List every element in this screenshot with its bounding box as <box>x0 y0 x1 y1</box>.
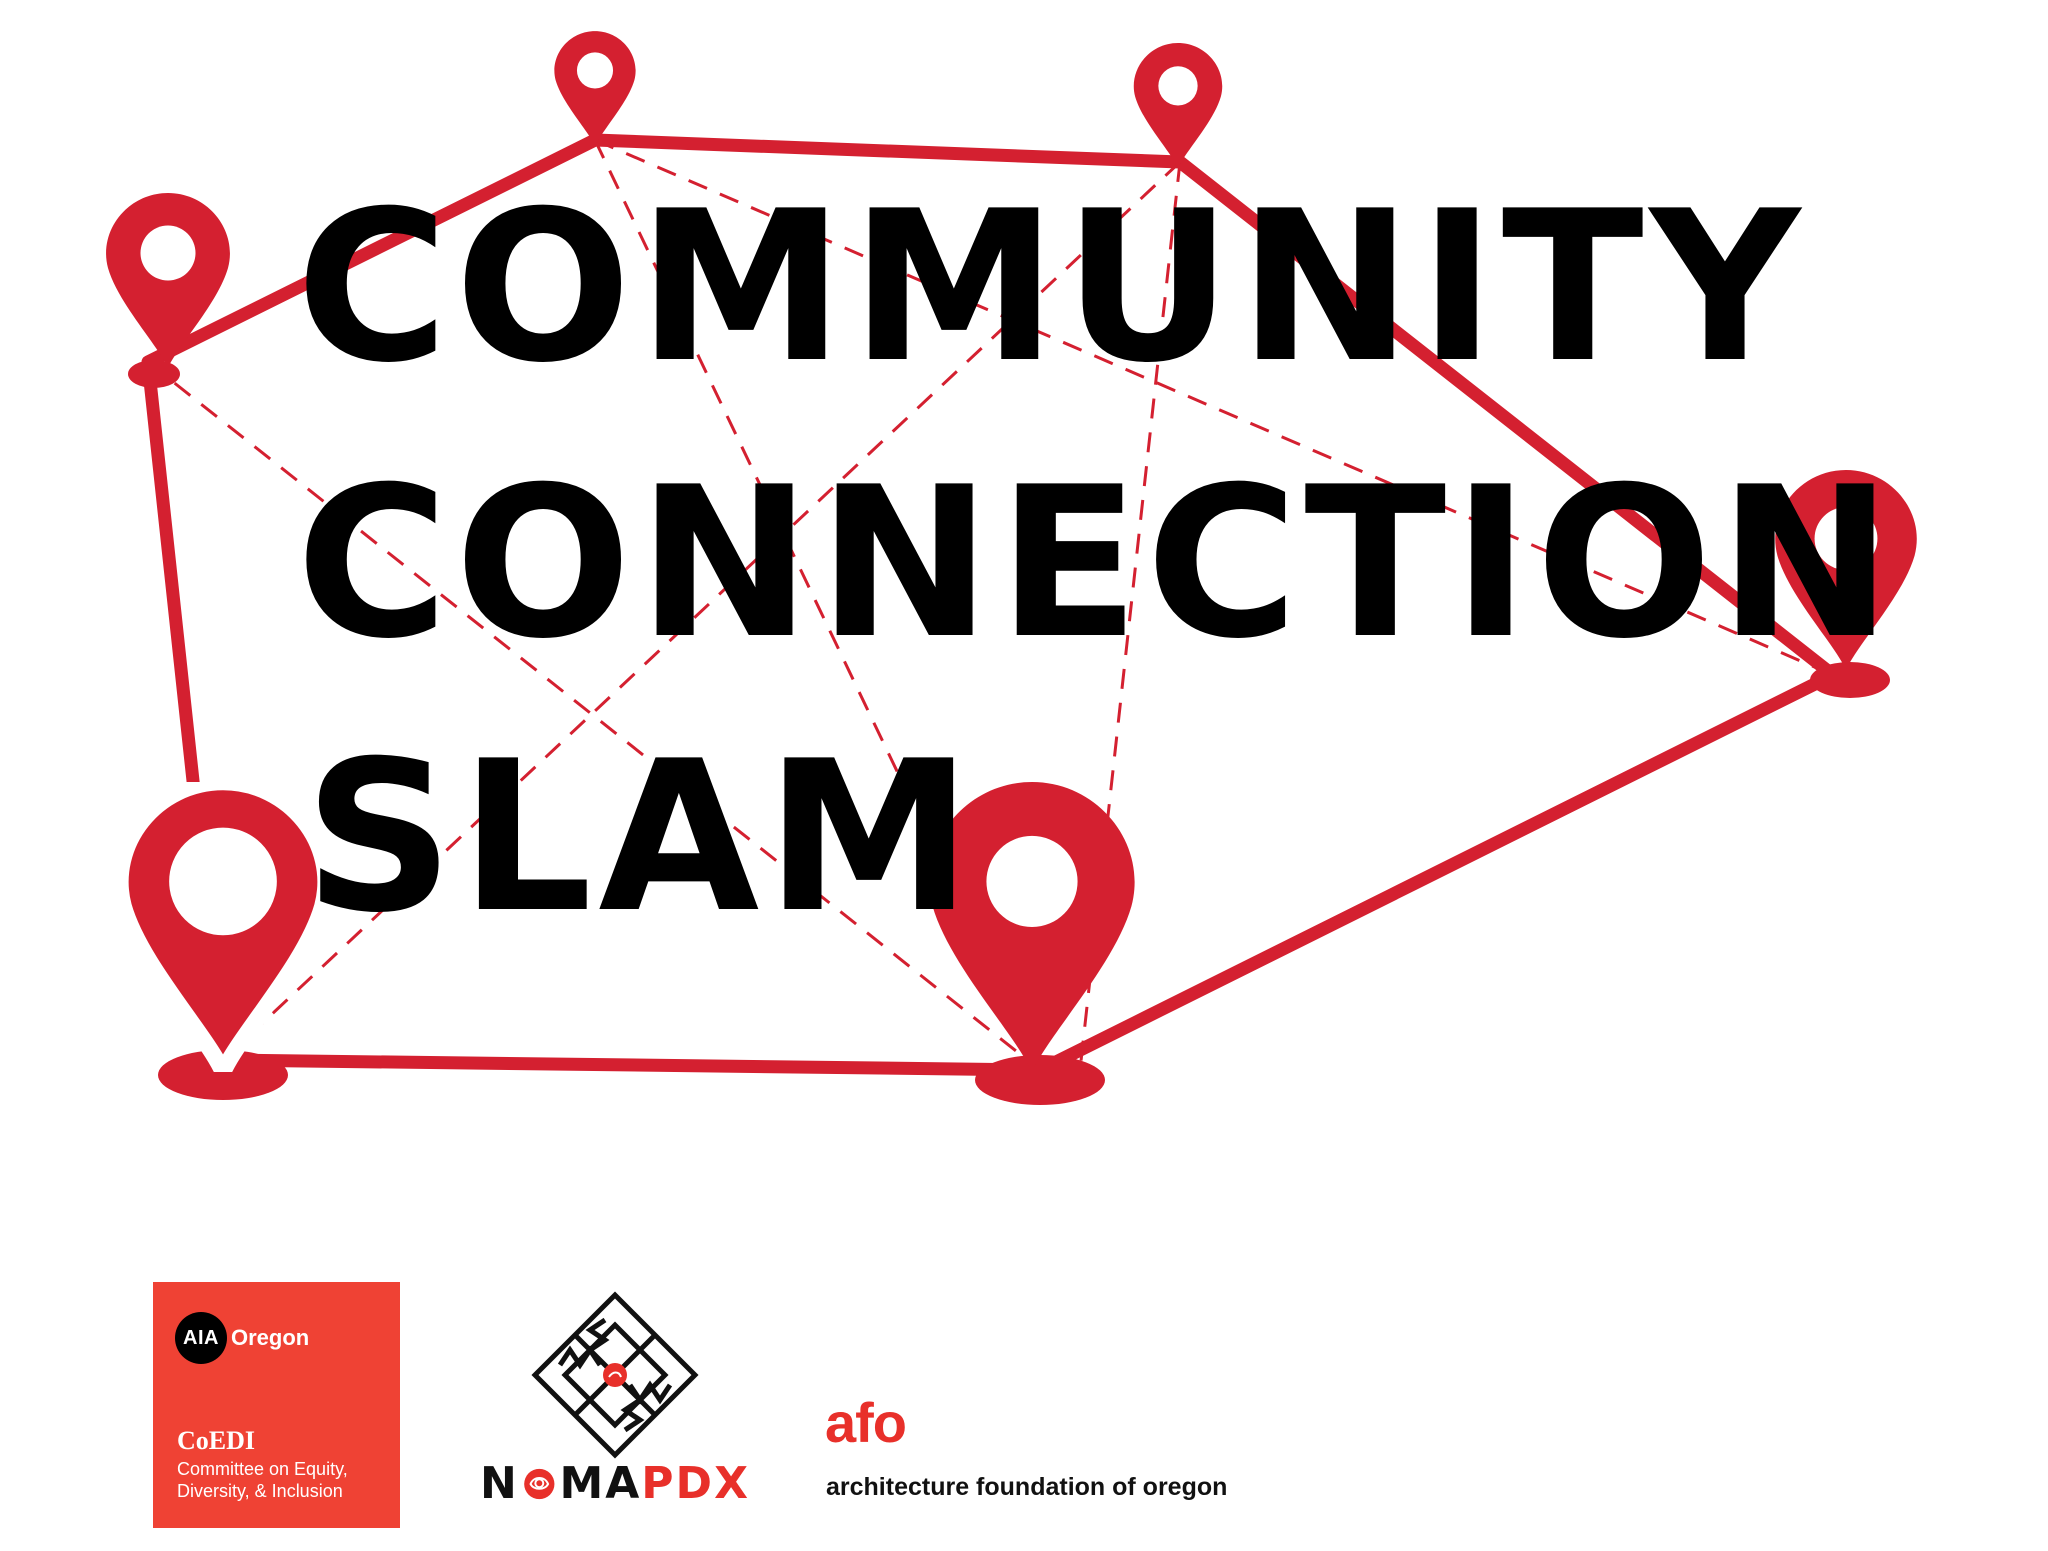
title-line-1: COMMUNITY <box>296 167 1807 409</box>
pin-bases <box>128 360 1890 1105</box>
map-pin-icon-top-right <box>1133 43 1223 168</box>
map-pin-icon-top-center <box>554 31 636 146</box>
map-pin-icon-top-left <box>106 193 230 368</box>
title-line-3: SLAM <box>304 717 979 959</box>
map-pin-icon-bottom-left <box>120 782 325 1072</box>
title-line-2: CONNECTION <box>296 443 1899 685</box>
